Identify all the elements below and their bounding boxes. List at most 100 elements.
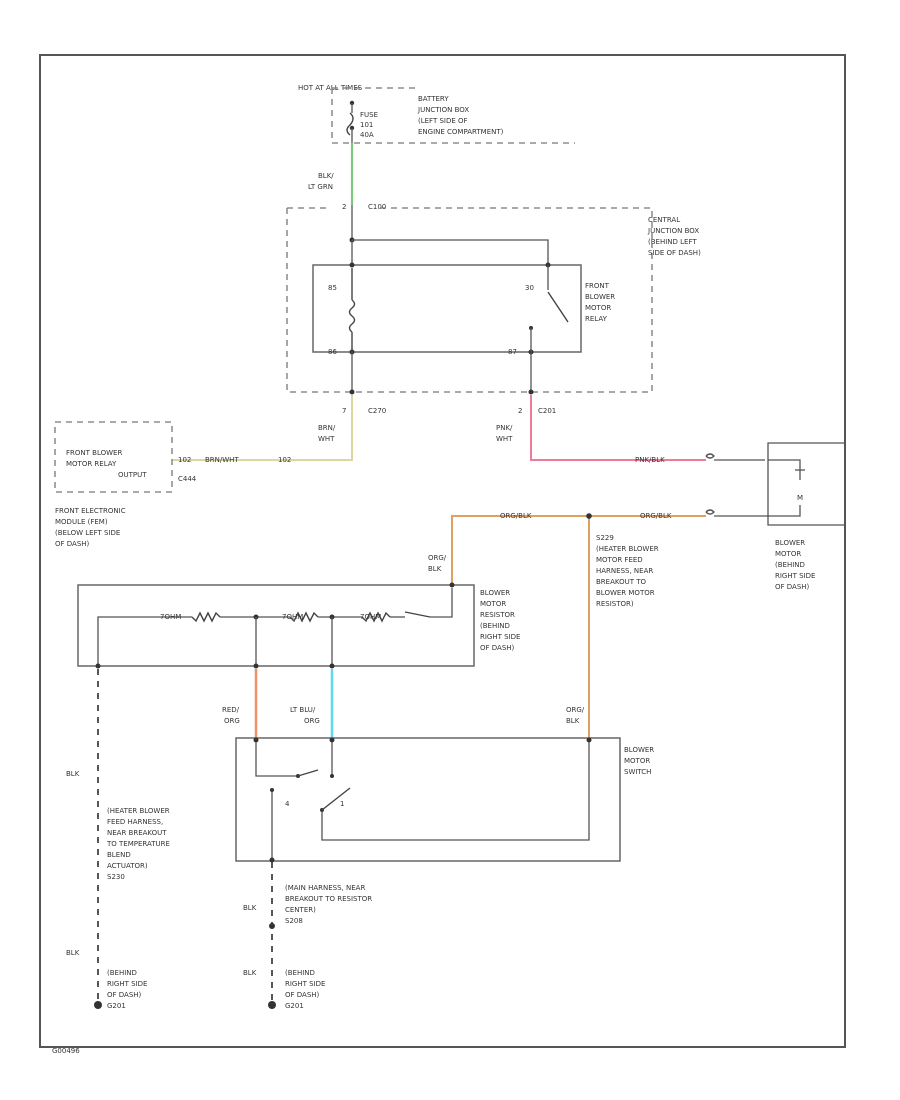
svg-text:(BEHIND: (BEHIND [107,969,137,977]
c100-connector-label: C100 [368,203,386,211]
switch-pin-1: 1 [340,800,344,808]
pnk-wht-label: PNK/ [496,424,513,432]
pin-102-label: 102 [178,456,191,464]
blower-motor-connector-1 [705,453,765,461]
svg-text:G201: G201 [107,1002,126,1010]
switch-pin-4: 4 [285,800,290,808]
org-blk-label-1: ORG/BLK [500,512,532,520]
front-blower-motor-relay-label: FRONT BLOWER MOTOR RELAY [585,282,615,323]
switch-contact-low-icon [321,787,351,811]
svg-text:BREAKOUT TO RESISTOR: BREAKOUT TO RESISTOR [285,895,372,903]
svg-text:G201: G201 [285,1002,304,1010]
svg-text:FRONT BLOWER: FRONT BLOWER [66,449,122,457]
svg-text:BLOWER MOTOR: BLOWER MOTOR [596,589,655,597]
front-blower-motor-relay [312,264,582,353]
fuse-icon [346,112,354,136]
diagram-code: G00496 [52,1047,80,1055]
blower-motor-symbol: M [797,494,803,502]
pnk-blk-wire [530,395,706,461]
svg-text:TO TEMPERATURE: TO TEMPERATURE [106,840,170,848]
central-junction-box-outline [286,208,653,393]
svg-text:MOTOR RELAY: MOTOR RELAY [66,460,117,468]
svg-text:RIGHT SIDE: RIGHT SIDE [107,980,147,988]
svg-text:BLK: BLK [566,717,580,725]
s229-splice-label: S229 (HEATER BLOWER MOTOR FEED HARNESS, … [596,534,659,608]
resistor-2-icon [289,611,319,623]
org-blk-wire [451,515,706,585]
svg-text:(LEFT SIDE OF: (LEFT SIDE OF [418,117,468,125]
resistor-2-value: 7OHM [282,613,303,621]
central-junction-box-label: CENTRAL JUNCTION BOX (BEHIND LEFT SIDE O… [647,216,701,257]
ground-g201-mid [268,1001,276,1009]
svg-text:RIGHT SIDE: RIGHT SIDE [285,980,325,988]
brn-wht-wire [172,395,353,461]
fuse-label: FUSE [360,111,378,119]
relay-switch-contact-icon [547,291,569,323]
relay-pin-87: 87 [508,348,517,356]
svg-text:BLEND: BLEND [107,851,131,859]
fuse-number: 101 [360,121,373,129]
c444-connector-label: C444 [178,475,197,483]
resistor-3-icon [361,611,391,623]
svg-text:OF DASH): OF DASH) [775,583,810,591]
brn-wht-wire-label: BRN/WHT [205,456,239,464]
resistor-3-value: 7OHM [360,613,381,621]
fuse-rating: 40A [360,131,374,139]
blk-label-1: BLK [66,770,80,778]
svg-text:WHT: WHT [496,435,513,443]
svg-text:MODULE (FEM): MODULE (FEM) [55,518,108,526]
svg-text:BLOWER: BLOWER [480,589,510,597]
blk-label-4: BLK [243,969,257,977]
ground-g201-mid-label: (BEHIND RIGHT SIDE OF DASH) G201 [285,969,325,1010]
svg-text:JUNCTION BOX: JUNCTION BOX [417,106,469,114]
svg-text:JUNCTION BOX: JUNCTION BOX [647,227,699,235]
svg-text:MOTOR: MOTOR [480,600,506,608]
blower-motor-box [767,442,845,526]
resistor-1-value: 7OHM [160,613,181,621]
ltblu-org-label: LT BLU/ [290,706,316,714]
s230-splice-label: (HEATER BLOWER FEED HARNESS, NEAR BREAKO… [106,807,170,881]
relay-pin-86: 86 [328,348,337,356]
svg-text:CENTER): CENTER) [285,906,316,914]
org-blk-left-label: ORG/ [428,554,447,562]
svg-text:BLOWER: BLOWER [624,746,654,754]
blk-label-2: BLK [66,949,80,957]
c201-pin: 2 [518,407,522,415]
svg-text:(HEATER BLOWER: (HEATER BLOWER [107,807,170,815]
pnk-blk-wire-label: PNK/BLK [635,456,665,464]
blk-label-3: BLK [243,904,257,912]
c270-connector-label: C270 [368,407,386,415]
s208-splice [269,923,275,929]
svg-text:(BEHIND: (BEHIND [480,622,510,630]
red-org-label: RED/ [222,706,240,714]
svg-text:BLOWER: BLOWER [585,293,615,301]
s229-splice [586,513,592,519]
svg-text:BREAKOUT TO: BREAKOUT TO [596,578,646,586]
front-blower-motor-relay-output-label: FRONT BLOWER MOTOR RELAY OUTPUT [66,449,147,479]
blower-motor-resistor [77,584,475,667]
hot-at-all-times-label: HOT AT ALL TIMES [298,84,363,92]
front-electronic-module-outline [54,421,173,493]
svg-text:RESISTOR): RESISTOR) [596,600,634,608]
blower-motor-resistor-label: BLOWER MOTOR RESISTOR (BEHIND RIGHT SIDE… [480,589,520,652]
blower-motor-switch-label: BLOWER MOTOR SWITCH [624,746,654,776]
svg-text:(BEHIND LEFT: (BEHIND LEFT [648,238,697,246]
org-blk-right-label: ORG/ [566,706,585,714]
brn-wht-label: BRN/ [318,424,336,432]
svg-text:MOTOR: MOTOR [624,757,650,765]
svg-text:ORG: ORG [304,717,320,725]
svg-text:BLK: BLK [428,565,442,573]
svg-text:(MAIN HARNESS, NEAR: (MAIN HARNESS, NEAR [285,884,365,892]
s208-splice-label: (MAIN HARNESS, NEAR BREAKOUT TO RESISTOR… [285,884,372,925]
svg-text:HARNESS, NEAR: HARNESS, NEAR [596,567,653,575]
svg-text:BLOWER: BLOWER [775,539,805,547]
svg-text:(BEHIND: (BEHIND [285,969,315,977]
diagram-frame [39,54,846,1048]
svg-text:BATTERY: BATTERY [418,95,449,103]
c201-connector-label: C201 [538,407,556,415]
svg-text:OUTPUT: OUTPUT [118,471,147,479]
svg-text:SWITCH: SWITCH [624,768,651,776]
svg-text:LT GRN: LT GRN [308,183,333,191]
svg-text:FRONT ELECTRONIC: FRONT ELECTRONIC [55,507,126,515]
